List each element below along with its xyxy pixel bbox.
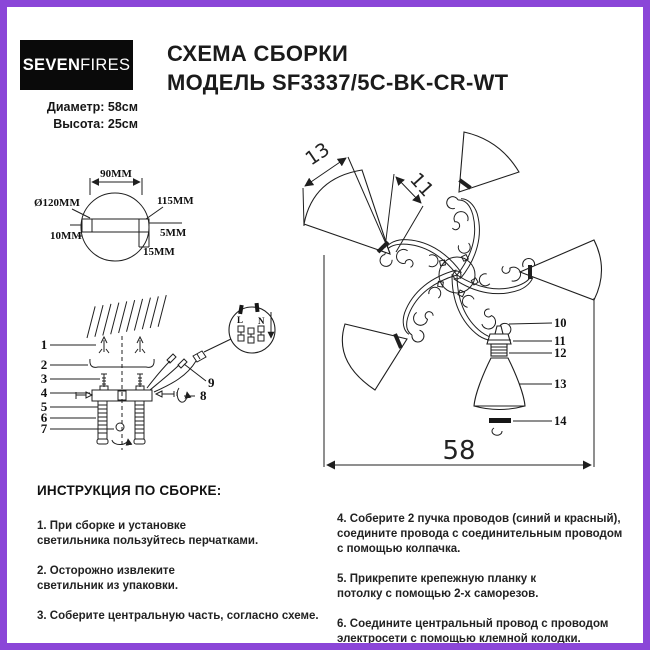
part-9-label: 9 (208, 375, 215, 390)
part-3-label: 3 (41, 371, 48, 386)
instruction-step-2: 2. Осторожно извлеките светильник из упа… (37, 565, 179, 592)
callout-leaders (50, 344, 207, 430)
part-7-label: 7 (41, 421, 48, 436)
instruction-step-1: 1. При сборке и установке светильника по… (37, 520, 259, 547)
supply-wires (146, 338, 232, 393)
ceiling-hatch (86, 295, 167, 339)
part-1-label: 1 (41, 337, 48, 352)
mount-screws (101, 373, 143, 387)
instructions-heading: ИНСТРУКЦИЯ ПО СБОРКЕ: (37, 483, 222, 498)
canopy-bracket (89, 358, 155, 368)
terminal-block-detail: L N (228, 302, 276, 354)
center-hub (438, 256, 476, 294)
part-6-label: 6 (41, 410, 48, 425)
chandelier-drawing: 10 11 12 13 14 13 11 58 (301, 131, 602, 470)
dim-90mm-label: 90MM (100, 168, 132, 180)
scroll-arms (374, 188, 543, 344)
dim-10mm-label: 10MM (50, 230, 82, 242)
wire-neutral-label: N (258, 316, 265, 326)
ceiling-install-diagram: L N 1 2 3 4 5 6 7 8 9 (41, 295, 276, 450)
part-2-label: 2 (41, 357, 48, 372)
spec-height: Высота: 25см (53, 117, 138, 131)
socket-shade-detail (473, 325, 526, 436)
part-5-label: 5 (41, 399, 48, 414)
anchor-bolts (98, 335, 146, 354)
page-title: СХЕМА СБОРКИ МОДЕЛЬ SF3337/5C-BK-CR-WT (167, 39, 508, 97)
instruction-step-6: 6. Соедините центральный провод с провод… (337, 618, 609, 645)
part-14-label: 14 (554, 414, 567, 428)
brand-logo-light: FIRES (80, 55, 131, 74)
part-11-label: 11 (554, 334, 566, 348)
instructions-right-column: 4. Соберите 2 пучка проводов (синий и кр… (337, 512, 639, 645)
dim-120mm-label: Ø120MM (34, 197, 80, 209)
fixture-specs: Диаметр: 58см Высота: 25см (7, 99, 138, 133)
shade-callout-leaders (508, 322, 553, 422)
part-4-label: 4 (41, 385, 48, 400)
crossbar (70, 218, 150, 233)
part-12-label: 12 (554, 346, 567, 360)
wire-live-label: L (237, 315, 243, 325)
dim-5mm-label: 5MM (160, 227, 187, 239)
side-screw (154, 387, 192, 403)
threaded-rods (96, 400, 146, 445)
dim-11-label: 11 (405, 169, 438, 202)
dim-15mm-label: 15MM (143, 246, 175, 258)
brand-logo-bold: SEVEN (22, 55, 81, 74)
part-8-label: 8 (200, 388, 207, 403)
overall-width-dimension: 58 (323, 255, 595, 470)
instruction-step-4: 4. Соберите 2 пучка проводов (синий и кр… (337, 513, 623, 555)
spec-diameter: Диаметр: 58см (46, 100, 138, 114)
instructions-left-column: 1. При сборке и установке светильника по… (37, 519, 331, 639)
lamp-shades (303, 131, 602, 391)
title-line2: МОДЕЛЬ SF3337/5C-BK-CR-WT (167, 70, 509, 95)
mounting-plate (75, 385, 153, 402)
part-10-label: 10 (554, 316, 567, 330)
instruction-step-5: 5. Прикрепите крепежную планку к потолку… (337, 573, 539, 600)
dim-58-label: 58 (442, 436, 475, 466)
part-13-label: 13 (554, 377, 567, 391)
mount-plate-dimension-drawing: 90MM Ø120MM 115MM 10MM 5MM 15MM (34, 168, 194, 262)
center-screw (115, 422, 125, 432)
instruction-step-3: 3. Соберите центральную часть, согласно … (37, 610, 319, 622)
title-line1: СХЕМА СБОРКИ (167, 41, 349, 66)
dim-13-label: 13 (301, 138, 333, 170)
dim-115mm-label: 115MM (157, 195, 194, 207)
